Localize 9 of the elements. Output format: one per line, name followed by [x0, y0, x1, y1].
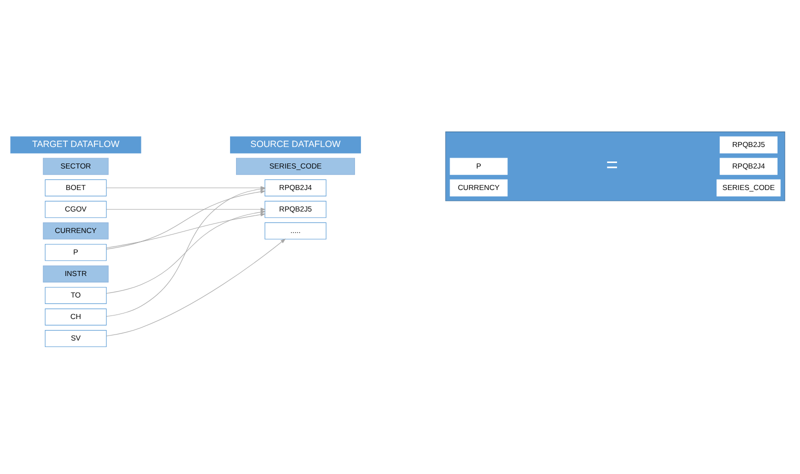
node-box: TARGET DATAFLOW [10, 136, 142, 154]
arrow [106, 238, 286, 336]
arrow [106, 190, 266, 250]
arrow [106, 212, 266, 248]
arrow [106, 210, 266, 294]
node-box: SOURCE DATAFLOW [230, 136, 361, 154]
cluster [445, 132, 786, 202]
label: = [606, 154, 618, 176]
arrow [106, 208, 266, 212]
